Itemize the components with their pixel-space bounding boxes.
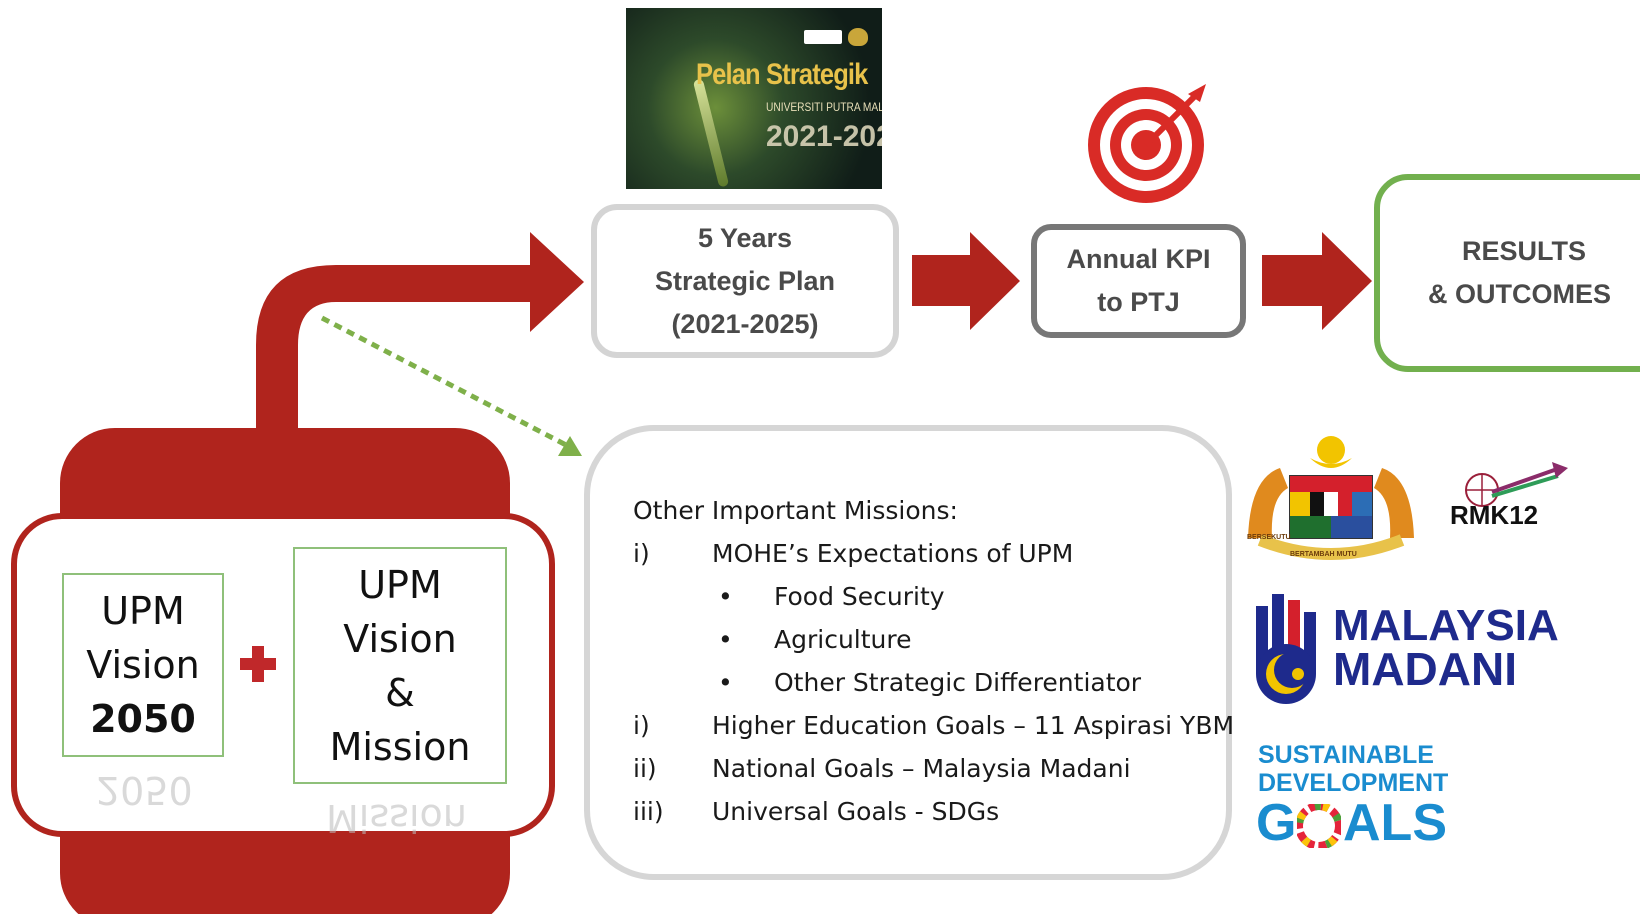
mission-item-number: i): [633, 539, 650, 568]
mission-item-text: Other Strategic Differentiator: [774, 668, 1142, 697]
results-line: & OUTCOMES: [1428, 279, 1612, 309]
mission-item-number: ii): [633, 754, 657, 783]
vision-mission-line: Mission: [329, 724, 471, 769]
missions-heading: Other Important Missions:: [633, 496, 958, 525]
sdg-text-line2: DEVELOPMENT: [1258, 769, 1449, 797]
sdg-text-als: ALS: [1343, 794, 1447, 852]
mission-item-text: MOHE’s Expectations of UPM: [712, 539, 1074, 568]
main-flow-arrow: [256, 232, 584, 430]
malaysia-coat-of-arms-logo: [1248, 436, 1414, 560]
mission-reflection: Mission: [326, 796, 467, 840]
mission-item-number: iii): [633, 797, 664, 826]
bullet-icon: •: [718, 625, 733, 654]
dotted-arrow-line: [320, 315, 570, 449]
strategic-plan-line: (2021-2025): [671, 308, 819, 339]
annual-kpi-line: Annual KPI: [1066, 244, 1211, 274]
annual-kpi-box: Annual KPI to PTJ: [1031, 224, 1246, 338]
mission-item-text: Higher Education Goals – 11 Aspirasi YBM: [712, 711, 1235, 740]
mission-item-number: i): [633, 711, 650, 740]
target-icon: [1088, 84, 1206, 203]
strategic-plan-line: 5 Years: [697, 222, 793, 253]
vision-mission-line: Vision: [343, 616, 457, 661]
vision-line: UPM: [101, 589, 185, 633]
mission-item-text: National Goals – Malaysia Madani: [712, 754, 1131, 783]
results-line: RESULTS: [1462, 236, 1587, 266]
bullet-icon: •: [718, 668, 733, 697]
madani-text-line1: MALAYSIA: [1333, 601, 1559, 650]
mission-item-text: Agriculture: [774, 625, 912, 654]
dotted-arrow-head: [558, 436, 582, 456]
cover-subtitle: UNIVERSITI PUTRA MALAYSIA: [766, 100, 882, 114]
arrow-kpi-to-results: [1262, 232, 1372, 330]
arrow-plan-to-kpi: [912, 232, 1020, 330]
strategic-plan-box: 5 Years Strategic Plan (2021-2025): [591, 204, 899, 358]
mission-item-text: Universal Goals - SDGs: [712, 797, 1000, 826]
plus-icon: [240, 646, 276, 682]
upm-logo: [804, 30, 842, 44]
vision-line: Vision: [86, 643, 200, 687]
coat-of-arms-motto-right: BERTAMBAH MUTU: [1290, 551, 1357, 558]
mission-item-text: Food Security: [774, 582, 945, 611]
upm-vision-2050-box: UPM Vision 2050: [62, 573, 224, 757]
coat-of-arms-motto-left: BERSEKUTU: [1247, 534, 1291, 541]
other-missions-box: Other Important Missions: i) MOHE’s Expe…: [584, 425, 1235, 880]
strategic-plan-line: Strategic Plan: [654, 265, 836, 296]
vision-reflection: 2050: [96, 768, 193, 812]
emblem-icon: [848, 28, 868, 46]
rmk12-logo-graphic: [1465, 462, 1568, 507]
upm-vision-mission-box: UPM Vision & Mission: [293, 547, 507, 784]
results-box: RESULTS & OUTCOMES: [1374, 174, 1640, 372]
sdg-text-line1: SUSTAINABLE: [1258, 741, 1434, 769]
annual-kpi-line: to PTJ: [1097, 287, 1180, 317]
cover-title: Pelan Strategik: [696, 58, 868, 91]
vision-mission-line: &: [385, 670, 415, 715]
cover-years: 2021-2025: [766, 120, 882, 153]
strategic-plan-cover: Pelan Strategik UNIVERSITI PUTRA MALAYSI…: [626, 8, 882, 189]
madani-text-line2: MADANI: [1333, 643, 1517, 695]
malaysia-madani-emblem: [1256, 594, 1316, 704]
rmk12-logo-text: RMK12: [1450, 500, 1539, 530]
sdg-text-g: G: [1256, 794, 1297, 852]
rice-grain-graphic: [692, 78, 730, 188]
vision-year: 2050: [90, 697, 196, 741]
sdg-wheel-icon: [1297, 804, 1341, 848]
bullet-icon: •: [718, 582, 733, 611]
vision-mission-line: UPM: [358, 562, 442, 607]
